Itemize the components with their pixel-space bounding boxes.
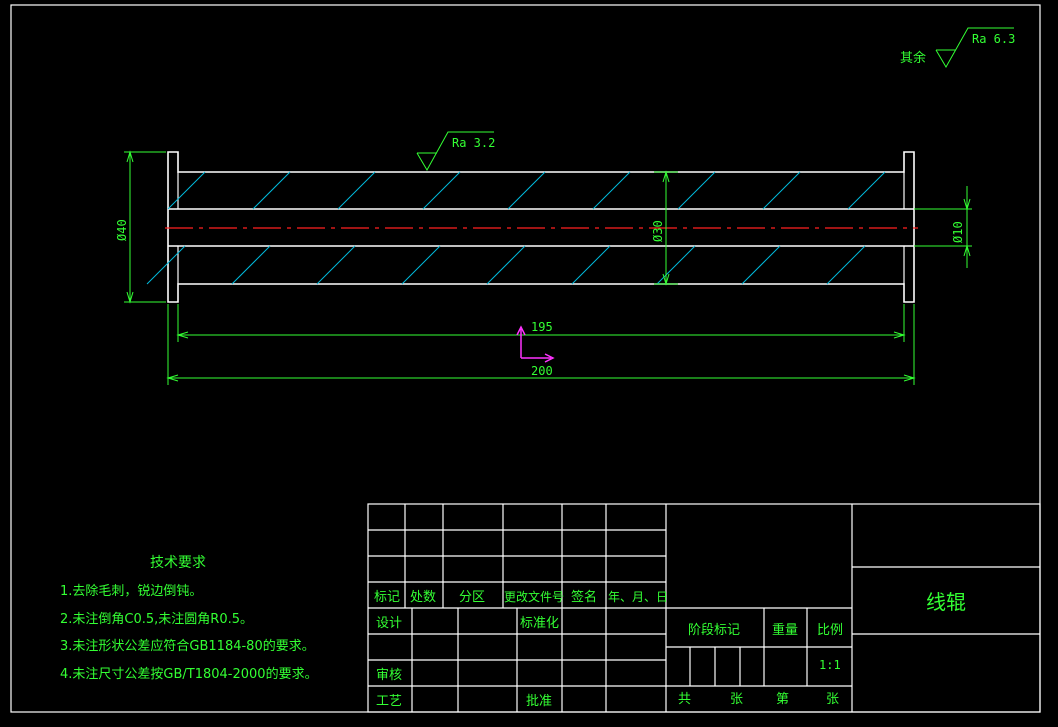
local-roughness-symbol: Ra 3.2 bbox=[416, 131, 495, 172]
dim-outer-diameter: Ø40 bbox=[115, 150, 166, 304]
tech-item-1: 1.去除毛刺，锐边倒钝。 bbox=[60, 584, 202, 599]
tb-weight: 重量 bbox=[772, 622, 798, 638]
roughness-global-value: Ra 6.3 bbox=[972, 32, 1015, 46]
hatch-line bbox=[422, 171, 461, 210]
hatch-line bbox=[146, 245, 186, 285]
tb-stage-mark: 阶段标记 bbox=[688, 623, 740, 638]
technical-requirements: 技术要求 1.去除毛刺，锐边倒钝。 2.未注倒角C0.5,未注圆角R0.5。 3… bbox=[60, 555, 318, 682]
hatch-line bbox=[507, 171, 546, 210]
hatch-line bbox=[677, 171, 716, 210]
tech-heading: 技术要求 bbox=[150, 555, 206, 571]
hatch-line bbox=[741, 245, 781, 285]
hatch-line bbox=[486, 245, 526, 285]
hatch-line bbox=[167, 171, 206, 210]
tb-rev-date: 年、月、日 bbox=[608, 590, 668, 604]
tb-scale-value: 1:1 bbox=[819, 658, 841, 672]
tb-approve: 批准 bbox=[526, 694, 552, 709]
hatch-line bbox=[231, 245, 271, 285]
tb-rev-mark: 标记 bbox=[374, 590, 400, 605]
dim-inner-length: 195 bbox=[176, 304, 906, 342]
tb-sheets-unit2: 张 bbox=[826, 692, 839, 707]
tb-standardize: 标准化 bbox=[520, 616, 559, 631]
hatch-line bbox=[401, 245, 441, 285]
roughness-other-label: 其余 bbox=[900, 50, 926, 66]
hatch-line bbox=[762, 171, 801, 210]
section-hatching bbox=[146, 171, 886, 285]
tb-scale-label: 比例 bbox=[817, 623, 843, 638]
tb-rev-sign: 签名 bbox=[571, 589, 597, 605]
tb-process: 工艺 bbox=[376, 694, 402, 709]
dim-bore-diameter: Ø10 bbox=[914, 186, 972, 268]
dim-bore-diameter-text: Ø10 bbox=[951, 221, 965, 243]
tech-item-2: 2.未注倒角C0.5,未注圆角R0.5。 bbox=[60, 612, 253, 627]
part-outline bbox=[167, 151, 915, 303]
tb-rev-count: 处数 bbox=[410, 590, 436, 605]
tb-rev-doc: 更改文件号 bbox=[504, 589, 564, 604]
hatch-line bbox=[252, 171, 291, 210]
tb-design: 设计 bbox=[376, 616, 402, 631]
dim-mid-diameter: Ø30 bbox=[651, 170, 678, 286]
hatch-line bbox=[847, 171, 886, 210]
hatch-line bbox=[316, 245, 356, 285]
hatch-line bbox=[337, 171, 376, 210]
dim-mid-diameter-text: Ø30 bbox=[651, 220, 665, 242]
ucs-axis-icon bbox=[516, 325, 555, 363]
tb-sheets-total: 共 bbox=[678, 692, 691, 707]
dim-total-length-text: 200 bbox=[531, 364, 553, 378]
dim-outer-diameter-text: Ø40 bbox=[115, 219, 129, 241]
tb-sheet-no: 第 bbox=[776, 692, 789, 707]
title-block: 标记 处数 分区 更改文件号 签名 年、月、日 设计 标准化 审核 工艺 批准 … bbox=[367, 503, 1041, 713]
roughness-local-value: Ra 3.2 bbox=[452, 136, 495, 150]
hatch-line bbox=[656, 245, 696, 285]
dim-total-length: 200 bbox=[166, 304, 916, 385]
tb-part-name: 线辊 bbox=[926, 590, 966, 614]
global-roughness-symbol: 其余 Ra 6.3 bbox=[900, 27, 1015, 69]
dim-inner-length-text: 195 bbox=[531, 320, 553, 334]
tb-sheets-unit1: 张 bbox=[730, 692, 743, 707]
hatch-line bbox=[571, 245, 611, 285]
tb-check: 审核 bbox=[376, 668, 402, 683]
tech-item-3: 3.未注形状公差应符合GB1184-80的要求。 bbox=[60, 638, 315, 654]
hatch-line bbox=[826, 245, 866, 285]
hatch-line bbox=[592, 171, 631, 210]
tb-rev-zone: 分区 bbox=[459, 590, 485, 605]
tech-item-4: 4.未注尺寸公差按GB/T1804-2000的要求。 bbox=[60, 666, 318, 682]
